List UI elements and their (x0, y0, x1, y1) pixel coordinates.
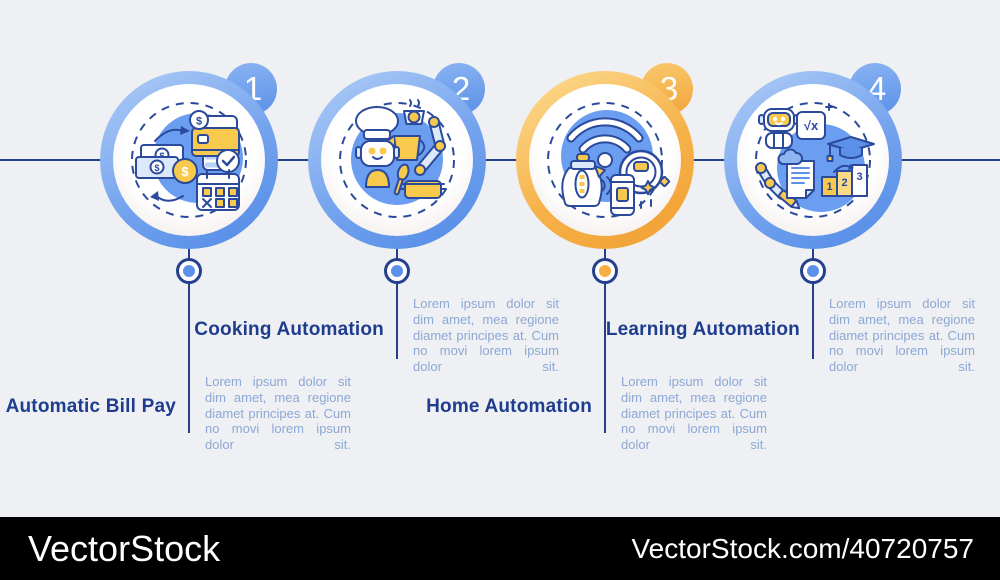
svg-text:2: 2 (841, 177, 847, 189)
step-circle: √x 1 2 3 (737, 84, 889, 236)
bill-pay-icon: $ $ $ $ (131, 102, 247, 218)
connector-dot (592, 258, 618, 284)
svg-text:√x: √x (804, 118, 819, 133)
step-description: Lorem ipsum dolor sit dim amet, mea regi… (413, 296, 559, 375)
watermark-brand: VectorStock (28, 528, 221, 569)
watermark-bar: VectorStock VectorStock.com/40720757 (0, 517, 1000, 580)
learning-automation-icon: √x 1 2 3 (755, 102, 875, 218)
step-title: Automatic Bill Pay (5, 396, 176, 417)
connector-line (812, 249, 814, 359)
step-title: Cooking Automation (194, 319, 384, 340)
svg-text:3: 3 (856, 171, 862, 183)
step-description: Lorem ipsum dolor sit dim amet, mea regi… (829, 296, 975, 375)
watermark-url: VectorStock.com/40720757 (631, 533, 974, 564)
step-circle: $ $ $ $ (113, 84, 265, 236)
connector-line (396, 249, 398, 359)
svg-text:1: 1 (826, 181, 832, 193)
connector-dot (800, 258, 826, 284)
home-automation-icon (547, 102, 671, 218)
svg-text:$: $ (196, 116, 202, 128)
cooking-automation-icon (339, 99, 455, 218)
timeline-line (0, 159, 1000, 161)
step-description: Lorem ipsum dolor sit dim amet, mea regi… (205, 374, 351, 453)
connector-line (604, 249, 606, 433)
step-circle (321, 84, 473, 236)
step-title: Home Automation (426, 396, 592, 417)
svg-text:$: $ (181, 164, 189, 179)
step-title: Learning Automation (605, 319, 800, 340)
step-circle (529, 84, 681, 236)
step-description: Lorem ipsum dolor sit dim amet, mea regi… (621, 374, 767, 453)
connector-dot (384, 258, 410, 284)
connector-dot (176, 258, 202, 284)
svg-text:$: $ (154, 163, 159, 173)
connector-line (188, 249, 190, 433)
